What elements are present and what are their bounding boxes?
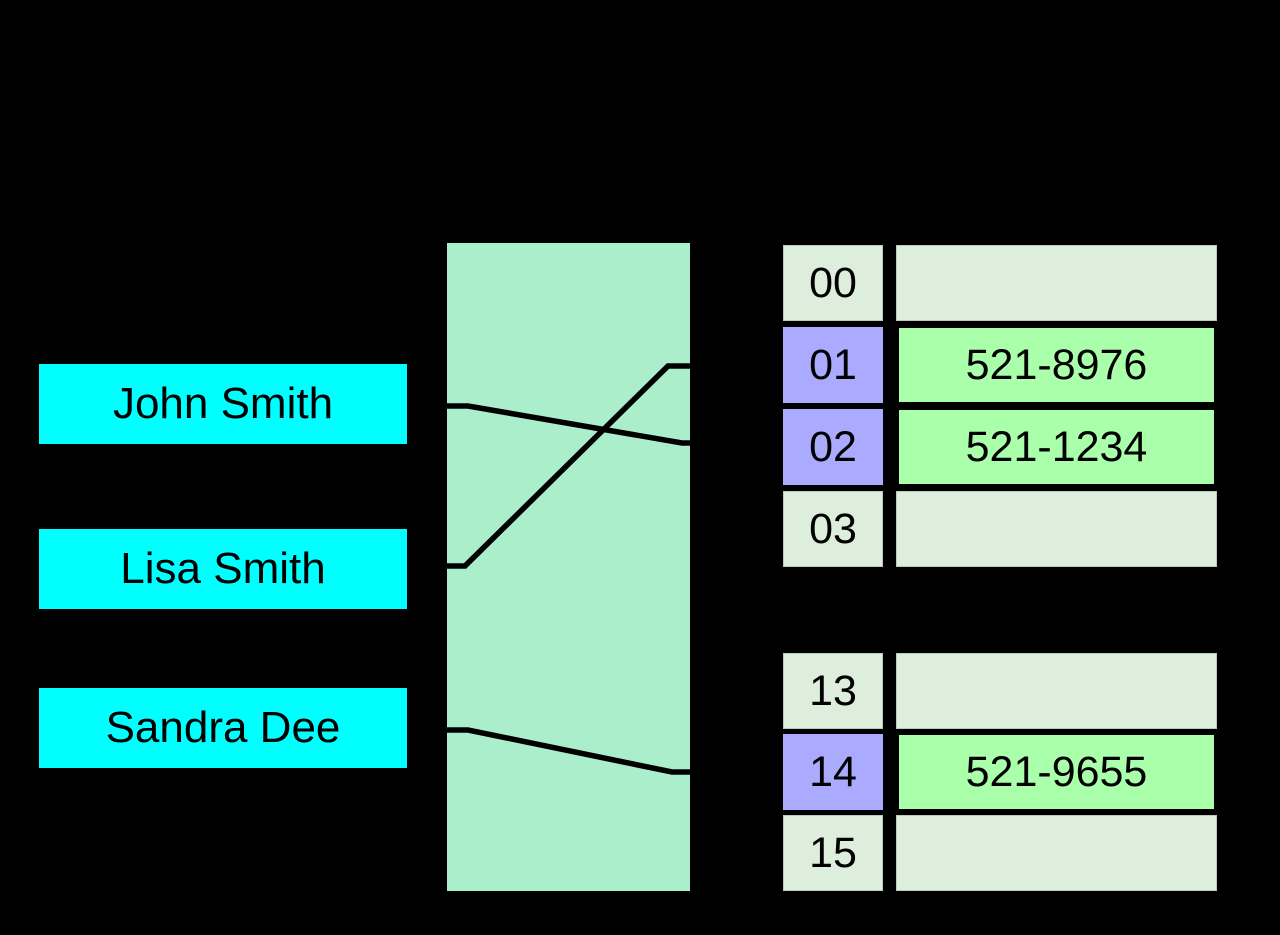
bucket-index-01: 01 (783, 327, 883, 403)
bucket-row-14: 14 521-9655 (783, 732, 1217, 812)
bucket-index-13: 13 (783, 653, 883, 729)
bucket-value-03 (896, 491, 1217, 567)
bucket-value-02: 521-1234 (896, 407, 1217, 487)
bucket-index-03: 03 (783, 491, 883, 567)
key-label: John Smith (112, 379, 334, 428)
bucket-value-00 (896, 245, 1217, 321)
key-label: Lisa Smith (120, 544, 326, 593)
bucket-row-00: 00 (783, 245, 1217, 321)
bucket-row-13: 13 (783, 653, 1217, 729)
bucket-row-15: 15 (783, 815, 1217, 891)
key-box-sandra-dee: Sandra Dee (39, 688, 407, 768)
bucket-row-01: 01 521-8976 (783, 325, 1217, 405)
key-box-john-smith: John Smith (39, 364, 407, 444)
key-label: Sandra Dee (105, 703, 341, 752)
hash-function-box (447, 243, 690, 891)
bucket-index-14: 14 (783, 734, 883, 810)
bucket-index-00: 00 (783, 245, 883, 321)
bucket-value-13 (896, 653, 1217, 729)
bucket-row-03: 03 (783, 491, 1217, 567)
bucket-value-14: 521-9655 (896, 732, 1217, 812)
key-box-lisa-smith: Lisa Smith (39, 529, 407, 609)
bucket-index-02: 02 (783, 409, 883, 485)
bucket-index-15: 15 (783, 815, 883, 891)
bucket-row-02: 02 521-1234 (783, 407, 1217, 487)
bucket-value-15 (896, 815, 1217, 891)
bucket-value-01: 521-8976 (896, 325, 1217, 405)
